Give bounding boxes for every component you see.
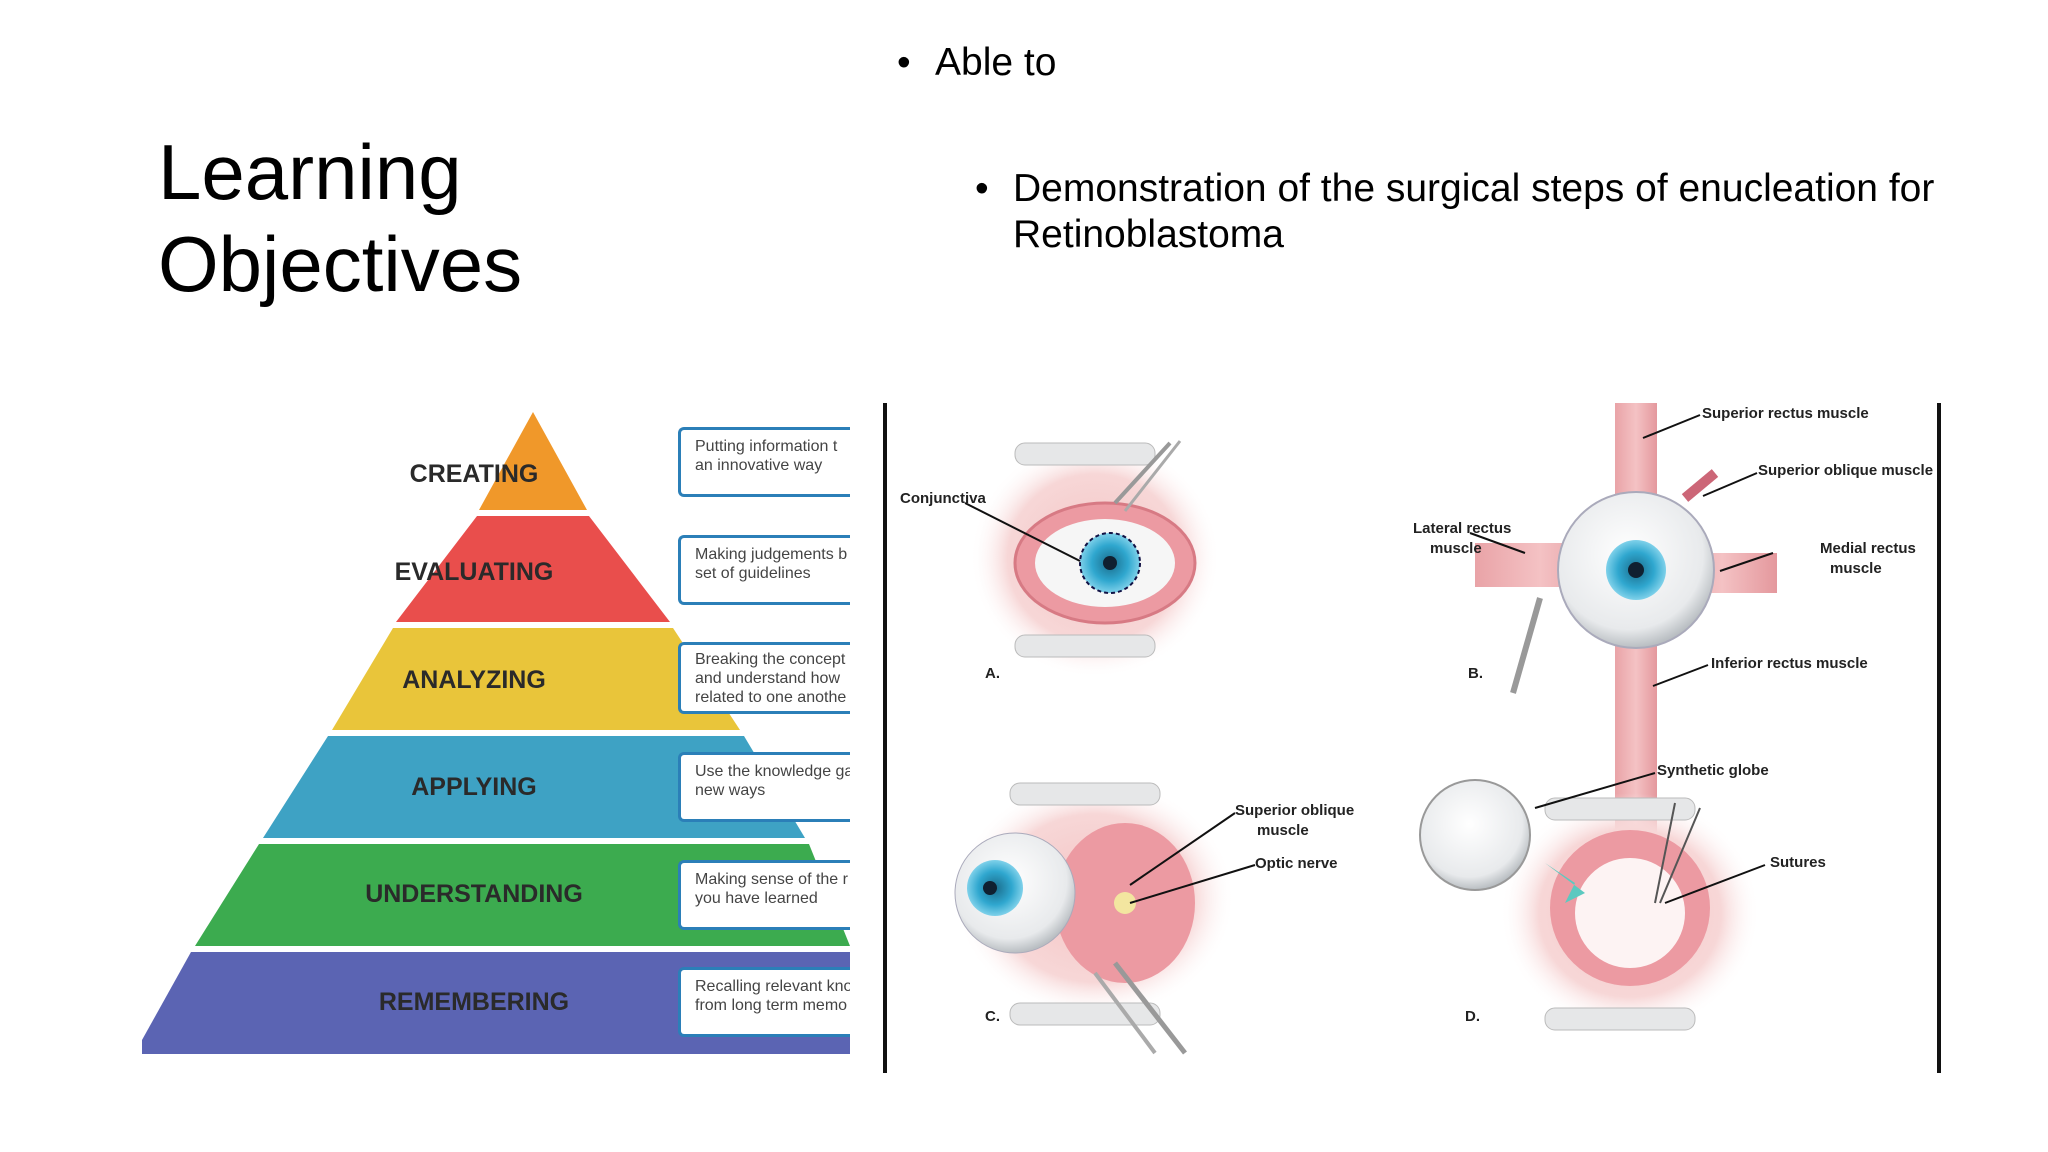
desc-line: Putting information t: [695, 438, 838, 455]
label-panel-a: A.: [985, 665, 1000, 682]
enucleation-illustration: Conjunctiva A. Superior rectus muscle Su…: [885, 403, 1949, 1073]
desc-line: you have learned: [695, 890, 818, 907]
label-synthetic-globe: Synthetic globe: [1657, 762, 1769, 779]
pyramid-tier-evaluating: [396, 516, 670, 622]
pyramid-tier-applying: [263, 736, 805, 838]
level-label-understanding: UNDERSTANDING: [365, 880, 583, 908]
label-optic-nerve: Optic nerve: [1255, 855, 1338, 872]
label-panel-c: C.: [985, 1008, 1000, 1025]
panel-d-figure: [1419, 772, 1766, 1033]
label-lateral-rectus-1: Lateral rectus: [1413, 520, 1511, 537]
label-conjunctiva: Conjunctiva: [900, 490, 986, 507]
blooms-taxonomy-pyramid: CREATING EVALUATING ANALYZING APPLYING U…: [140, 400, 850, 1065]
desc-box-creating: Putting information t an innovative way: [678, 427, 850, 497]
desc-box-applying: Use the knowledge ga new ways: [678, 752, 850, 822]
desc-line: Making sense of the r: [695, 871, 848, 888]
panel-c-figure: [954, 778, 1256, 1055]
bullet-dot: •: [897, 41, 911, 84]
label-lateral-rectus-2: muscle: [1430, 540, 1482, 557]
level-label-analyzing: ANALYZING: [402, 666, 546, 694]
level-label-remembering: REMEMBERING: [378, 988, 570, 1016]
panel-a-figure: [964, 438, 1220, 678]
pyramid-tier-remembering: [142, 952, 850, 1054]
desc-line: an innovative way: [695, 457, 823, 474]
title-line-2: Objectives: [158, 220, 523, 308]
label-medial-rectus-2: muscle: [1830, 560, 1882, 577]
level-label-applying: APPLYING: [411, 773, 537, 801]
desc-line: Recalling relevant kno: [695, 978, 850, 995]
label-panel-b: B.: [1468, 665, 1483, 682]
level-label-creating: CREATING: [409, 460, 539, 488]
label-superior-oblique: Superior oblique muscle: [1758, 462, 1933, 479]
title-line-1: Learning: [158, 128, 462, 216]
label-inferior-rectus: Inferior rectus muscle: [1711, 655, 1868, 672]
bullet-text: Able to: [935, 41, 1057, 84]
bullet-able-to: • Able to: [897, 40, 1057, 86]
pyramid-tier-creating: [479, 412, 587, 510]
desc-line: Use the knowledge ga: [695, 763, 850, 780]
desc-line: and understand how: [695, 670, 840, 687]
label-c-superior-oblique-1: Superior oblique: [1235, 802, 1354, 819]
desc-line: Breaking the concept: [695, 651, 846, 668]
label-superior-rectus: Superior rectus muscle: [1702, 405, 1869, 422]
desc-line: set of guidelines: [695, 565, 811, 582]
pyramid-tier-analyzing: [332, 628, 740, 730]
desc-box-remembering: Recalling relevant kno from long term me…: [678, 967, 850, 1037]
desc-box-evaluating: Making judgements b set of guidelines: [678, 535, 850, 605]
panel-b-figure: [1469, 403, 1777, 843]
panel-border-right: [1937, 403, 1941, 1073]
bullet-demonstration: • Demonstration of the surgical steps of…: [975, 166, 1973, 258]
desc-box-understanding: Making sense of the r you have learned: [678, 860, 850, 930]
label-medial-rectus-1: Medial rectus: [1820, 540, 1916, 557]
desc-line: from long term memo: [695, 997, 848, 1014]
label-panel-d: D.: [1465, 1008, 1480, 1025]
label-c-superior-oblique-2: muscle: [1257, 822, 1309, 839]
desc-line: related to one anothe: [695, 689, 847, 706]
surgical-steps-graphic: Conjunctiva A. Superior rectus muscle Su…: [900, 403, 1933, 1055]
slide-title: Learning Objectives: [158, 126, 522, 310]
desc-line: Making judgements b: [695, 546, 848, 563]
desc-box-analyzing: Breaking the concept and understand how …: [678, 642, 850, 714]
desc-line: new ways: [695, 782, 766, 799]
bullet-text: Demonstration of the surgical steps of e…: [1013, 167, 1935, 256]
pyramid-graphic: [142, 412, 850, 1054]
panel-border-left: [883, 403, 887, 1073]
level-label-evaluating: EVALUATING: [394, 558, 554, 586]
label-sutures: Sutures: [1770, 854, 1826, 871]
bullet-dot: •: [975, 167, 989, 210]
